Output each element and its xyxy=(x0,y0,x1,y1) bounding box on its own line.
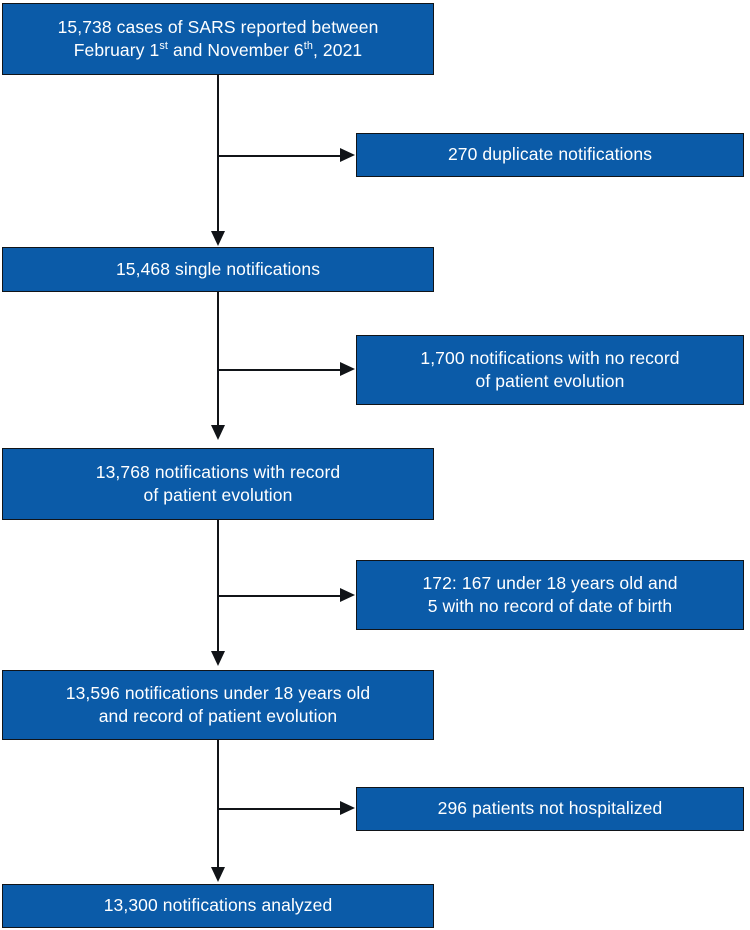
flow-node-single-notifications-label: 15,468 single notifications xyxy=(115,258,321,279)
arrowhead-right-n1-e1 xyxy=(340,148,355,162)
arrowhead-down-n1-n2 xyxy=(210,231,225,246)
arrowhead-right-n4-e4 xyxy=(340,801,355,815)
flow-node-excluded-no-evolution-record: 1,700 notifications with no record of pa… xyxy=(356,335,744,405)
connector-vertical-n4-n5 xyxy=(217,740,219,868)
arrowhead-down-n2-n3 xyxy=(210,425,225,440)
flow-node-excluded-not-hospitalized-label: 296 patients not hospitalized xyxy=(437,798,663,819)
flow-node-total-cases-line2c: , 2021 xyxy=(312,40,363,60)
flow-node-excluded-age-and-birthdate: 172: 167 under 18 years old and 5 with n… xyxy=(356,560,744,630)
flow-node-analyzed: 13,300 notifications analyzed xyxy=(2,884,434,928)
flow-node-excluded-duplicates-label: 270 duplicate notifications xyxy=(447,144,653,165)
connector-vertical-n3-n4 xyxy=(217,520,219,652)
flow-node-total-cases-line2b: and November 6 xyxy=(167,40,304,60)
ordinal-superscript-st: st xyxy=(159,40,168,53)
flow-node-excluded-age-and-birthdate-label: 172: 167 under 18 years old and 5 with n… xyxy=(422,572,678,616)
arrowhead-down-n3-n4 xyxy=(210,651,225,666)
flow-node-excluded-not-hospitalized: 296 patients not hospitalized xyxy=(356,787,744,831)
flow-node-under-18-with-record: 13,596 notifications under 18 years old … xyxy=(2,670,434,740)
flow-node-with-evolution-record: 13,768 notifications with record of pati… xyxy=(2,448,434,520)
flow-node-excluded-no-evolution-record-label: 1,700 notifications with no record of pa… xyxy=(420,347,680,391)
flow-node-under-18-with-record-label: 13,596 notifications under 18 years old … xyxy=(65,682,371,726)
connector-vertical-n1-n2 xyxy=(217,75,219,232)
connector-vertical-n2-n3 xyxy=(217,292,219,426)
connector-horizontal-n4-e4 xyxy=(217,808,347,810)
flow-node-excluded-duplicates: 270 duplicate notifications xyxy=(356,133,744,177)
connector-horizontal-n1-e1 xyxy=(217,155,347,157)
ordinal-superscript-th: th xyxy=(303,40,313,53)
arrowhead-right-n2-e2 xyxy=(340,362,355,376)
arrowhead-right-n3-e3 xyxy=(340,588,355,602)
connector-horizontal-n2-e2 xyxy=(217,369,347,371)
flow-node-single-notifications: 15,468 single notifications xyxy=(2,247,434,292)
flow-node-total-cases-line1: 15,738 cases of SARS reported between xyxy=(57,16,379,37)
arrowhead-down-n4-n5 xyxy=(210,867,225,882)
connector-horizontal-n3-e3 xyxy=(217,595,347,597)
flow-node-with-evolution-record-label: 13,768 notifications with record of pati… xyxy=(95,461,341,505)
flow-node-analyzed-label: 13,300 notifications analyzed xyxy=(103,895,333,916)
flow-node-total-cases-line2a: February 1 xyxy=(73,40,160,60)
